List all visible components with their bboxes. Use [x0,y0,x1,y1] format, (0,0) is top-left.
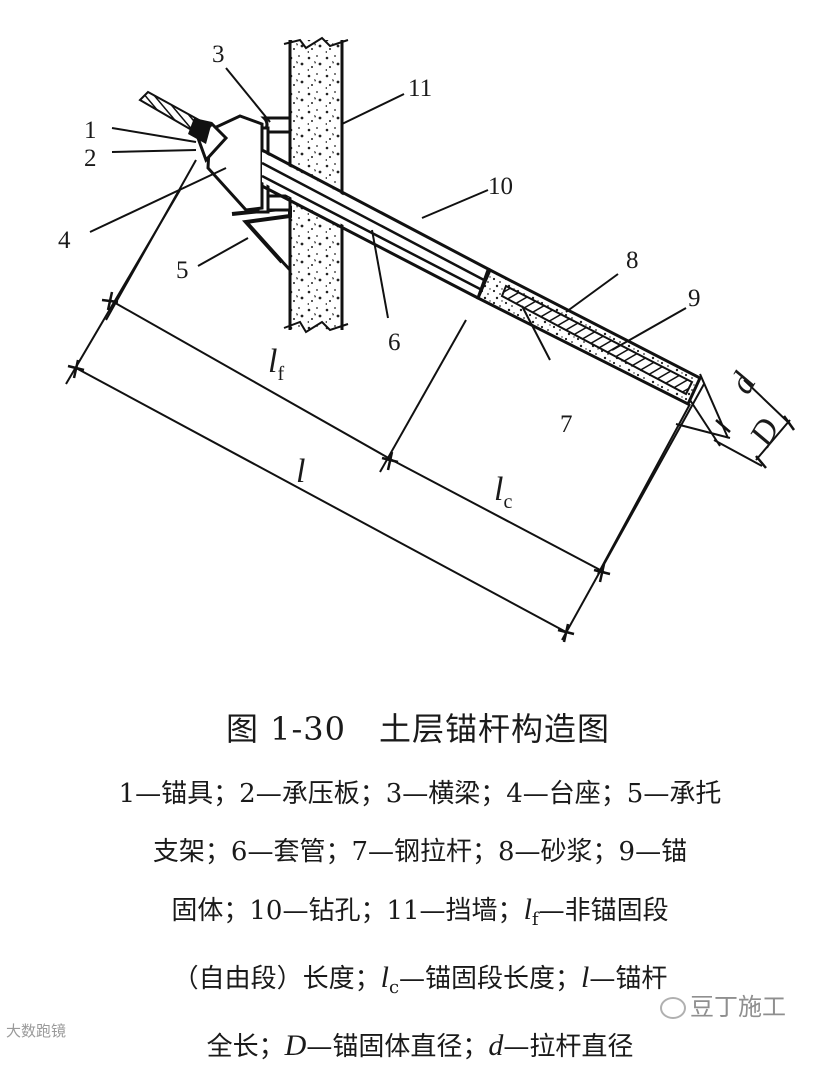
label-3: 3 [212,41,225,68]
legend-subscript: c [388,977,400,998]
label-8: 8 [626,247,639,274]
label-9: 9 [688,285,701,312]
anchor-diagram: 1 2 3 4 5 6 7 8 9 10 11 lf l lc d D [58,36,796,643]
label-4: 4 [58,227,71,254]
figure-caption: 图 1-30 土层锚杆构造图 [225,710,611,748]
watermark-left: 大数跑镜 [6,1020,66,1041]
label-2: 2 [84,145,97,172]
dim-l: l [296,453,305,490]
label-5: 5 [176,257,189,284]
label-10: 10 [488,173,513,200]
anchorage [138,90,212,144]
legend-text: （自由段）长度； [172,964,381,994]
legend-line-5: 全长；D—锚固体直径；d—拉杆直径 [30,1017,810,1076]
leader-lines [89,67,687,361]
legend-text: —锚固体直径； [306,1032,489,1062]
label-6: 6 [388,329,401,356]
legend-text: —非锚固段 [538,896,669,926]
legend-symbol: D [284,1029,307,1062]
dim-d: d [723,366,764,400]
legend-text: —拉杆直径 [503,1032,634,1062]
watermark-right: 豆丁施工 [660,987,786,1022]
watermark-text: 豆丁施工 [690,993,786,1021]
steel-tie-rod [500,284,694,396]
figure-legend: 1—锚具；2—承压板；3—横梁；4—台座；5—承托 支架；6—套管；7—钢拉杆；… [30,765,810,1076]
label-11: 11 [408,75,432,102]
legend-symbol: l [523,893,532,926]
legend-line-1: 1—锚具；2—承压板；3—横梁；4—台座；5—承托 [118,779,722,809]
dim-lc: lc [494,471,512,513]
legend-text: —锚固段长度； [399,964,582,994]
support-bracket [231,205,292,272]
legend-line-2: 支架；6—套管；7—钢拉杆；8—砂浆；9—锚 [152,837,688,867]
component-labels: 1 2 3 4 5 6 7 8 9 10 11 [58,41,701,438]
legend-text: 固体；10—钻孔；11—挡墙； [171,896,524,926]
wechat-icon [660,997,686,1019]
legend-subscript: f [531,909,539,930]
label-1: 1 [84,117,97,144]
label-7: 7 [560,411,573,438]
legend-text: 全长； [206,1032,285,1062]
drill-hole [261,148,491,300]
legend-text: —锚杆 [589,964,668,994]
legend-symbol: d [488,1029,504,1062]
dimension-labels: lf l lc d D [268,343,787,513]
dim-D: D [742,412,787,453]
watermark-text: 大数跑镜 [6,1022,67,1040]
legend-symbol: l [581,961,590,994]
dim-lf: lf [268,343,284,385]
legend-line-3: 固体；10—钻孔；11—挡墙；lf—非锚固段 [30,881,810,949]
dimension-ticks [67,291,796,643]
legend-symbol: l [380,961,389,994]
dimension-lines [65,159,791,641]
legend-line-4: （自由段）长度；lc—锚固段长度；l—锚杆 [30,949,810,1017]
